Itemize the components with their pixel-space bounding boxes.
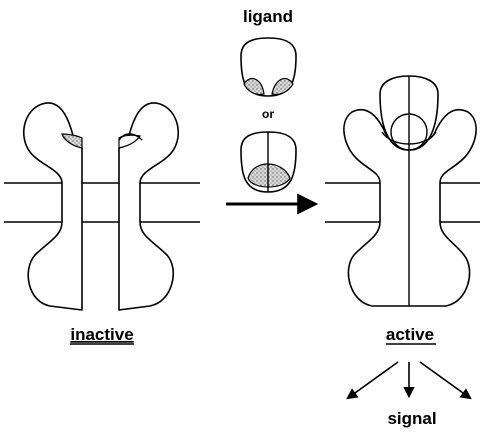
signal-arrow-right <box>420 362 470 398</box>
signal-arrow-left <box>348 362 398 398</box>
label-active: active <box>386 325 434 344</box>
ligand-shape-2 <box>241 132 296 192</box>
label-ligand: ligand <box>243 7 293 26</box>
label-inactive: inactive <box>70 325 133 344</box>
inactive-receptor-left-subunit <box>24 103 82 310</box>
label-or: or <box>262 107 274 121</box>
active-receptor <box>344 76 476 306</box>
ligand-shape-1 <box>241 38 296 96</box>
membrane-left <box>4 183 200 222</box>
signal-arrows <box>348 362 470 398</box>
inactive-receptor <box>24 103 178 310</box>
label-signal: signal <box>387 409 436 428</box>
